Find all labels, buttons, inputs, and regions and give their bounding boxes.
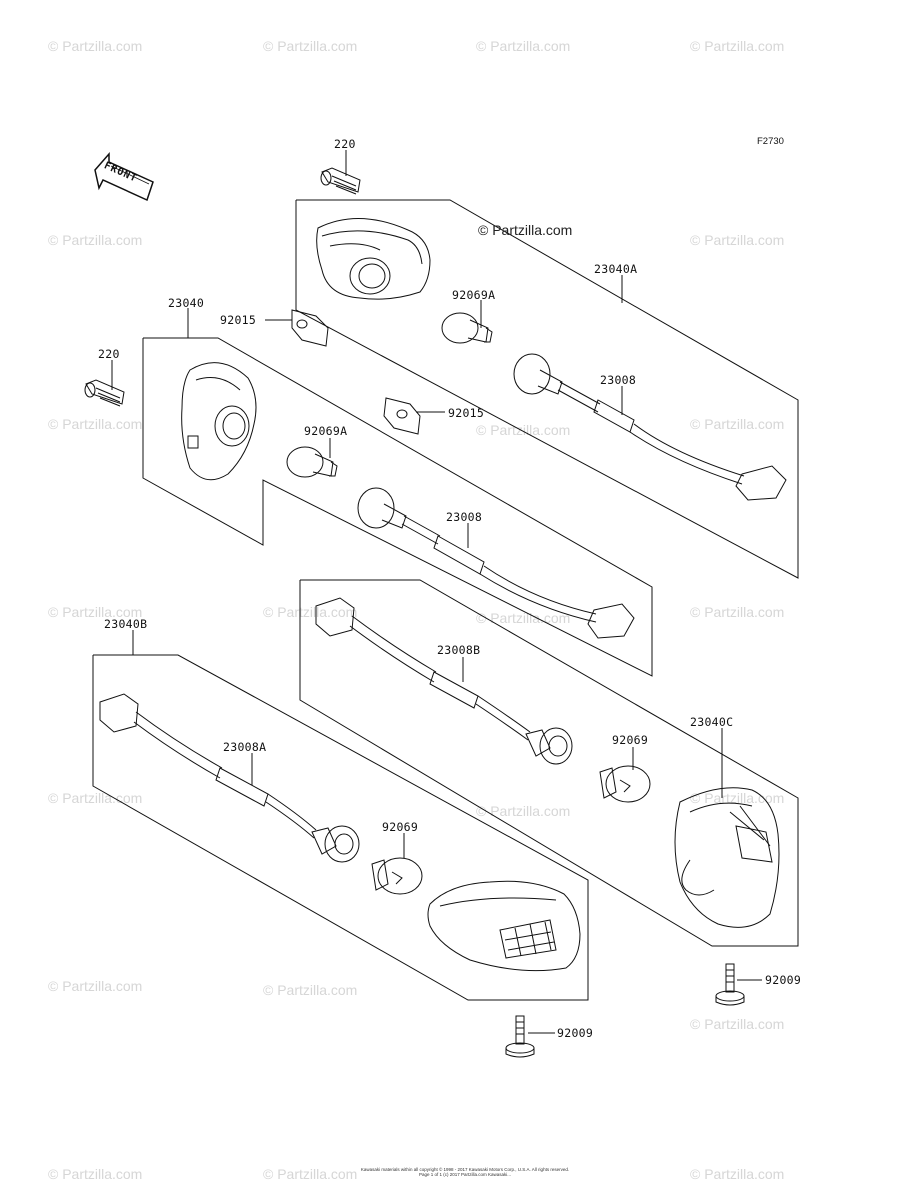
copyright-line: Page 1 of 1 (c) 2017 Partzilla.com Kawas… bbox=[418, 1172, 512, 1177]
housing-23040A bbox=[316, 218, 431, 300]
part-label-92069[interactable]: 92069 bbox=[382, 820, 419, 834]
clip-92015-a bbox=[291, 309, 329, 347]
harness-23008-b bbox=[357, 487, 635, 639]
part-label-23008[interactable]: 23008 bbox=[446, 510, 483, 524]
part-label-92069A[interactable]: 92069A bbox=[304, 424, 348, 438]
part-label-92009[interactable]: 92009 bbox=[765, 973, 802, 987]
screw-220-top bbox=[320, 167, 361, 195]
figure-code: F2730 bbox=[757, 136, 784, 147]
front-arrow-icon bbox=[94, 152, 154, 202]
part-label-23040[interactable]: 23040 bbox=[168, 296, 205, 310]
part-label-23040A[interactable]: 23040A bbox=[594, 262, 638, 276]
housing-23040 bbox=[181, 362, 257, 481]
harness-23008-a bbox=[513, 353, 787, 501]
screw-92009-b bbox=[505, 1015, 535, 1058]
copyright-line: Kawasaki materials within all copyright … bbox=[360, 1167, 570, 1172]
part-label-220[interactable]: 220 bbox=[98, 347, 120, 361]
part-label-92009[interactable]: 92009 bbox=[557, 1026, 594, 1040]
part-label-23008B[interactable]: 23008B bbox=[437, 643, 481, 657]
part-label-23040C[interactable]: 23040C bbox=[690, 715, 734, 729]
diagram-watermark: © Partzilla.com bbox=[478, 222, 573, 238]
frame-23040A bbox=[295, 199, 799, 579]
housing-23040C bbox=[674, 787, 780, 928]
copyright-notice: Kawasaki materials within all copyright … bbox=[350, 1167, 580, 1177]
frame-23040C bbox=[299, 579, 799, 947]
bulb-92069-a bbox=[599, 765, 651, 803]
part-label-92015[interactable]: 92015 bbox=[220, 313, 257, 327]
part-label-92069A[interactable]: 92069A bbox=[452, 288, 496, 302]
frame-23040B bbox=[92, 654, 589, 1001]
screw-92009-a bbox=[715, 963, 745, 1006]
harness-23008B bbox=[315, 597, 573, 765]
bulb-92069A-a bbox=[441, 312, 493, 344]
part-label-92069[interactable]: 92069 bbox=[612, 733, 649, 747]
bulb-92069-b bbox=[371, 857, 423, 895]
clip-92015-b bbox=[383, 397, 421, 435]
part-label-23008[interactable]: 23008 bbox=[600, 373, 637, 387]
harness-23008A bbox=[99, 693, 360, 863]
part-label-220[interactable]: 220 bbox=[334, 137, 356, 151]
bulb-92069A-b bbox=[286, 446, 338, 478]
part-label-23040B[interactable]: 23040B bbox=[104, 617, 148, 631]
part-label-92015[interactable]: 92015 bbox=[448, 406, 485, 420]
screw-220-left bbox=[84, 379, 125, 407]
frame-23040 bbox=[142, 337, 653, 677]
part-label-23008A[interactable]: 23008A bbox=[223, 740, 267, 754]
housing-23040B bbox=[427, 880, 581, 972]
